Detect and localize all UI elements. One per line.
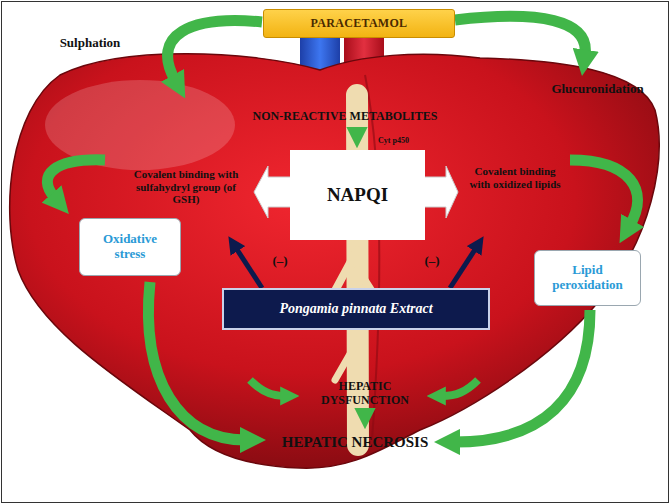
liver-outline [10, 54, 659, 468]
text-stack: Oxidative stress [86, 232, 174, 262]
text-stack: NAPQI [327, 184, 388, 206]
text-stack: Lipid peroxidation [541, 263, 634, 293]
box-text: PARACETAMOL [311, 16, 408, 31]
effect-box: Oxidative stress [79, 218, 181, 276]
metabolite-box: NAPQI [290, 150, 425, 240]
text-stack: PARACETAMOL [311, 16, 408, 31]
mechanism-label: Covalent binding with sulfahydryl group … [125, 168, 247, 206]
extract-box: Pongamia pinnata Extract [222, 288, 490, 330]
mechanism-label: Covalent binding with oxidized lipids [466, 165, 564, 190]
metabolite-label: NON-REACTIVE METABOLITES [195, 110, 495, 124]
box-text: Pongamia pinnata Extract [279, 301, 432, 317]
outcome-label: HEPATIC DYSFUNCTION [305, 380, 425, 408]
box-text: Oxidative stress [86, 232, 174, 262]
box-text: Lipid peroxidation [541, 263, 634, 293]
box-text: NAPQI [327, 184, 388, 206]
outcome-label: HEPATIC NECROSIS [270, 434, 440, 451]
text-stack: Pongamia pinnata Extract [279, 301, 432, 317]
inhibition-sign: (–) [420, 254, 444, 269]
enzyme-label: Cyt p450 [378, 136, 428, 145]
inhibition-arrows [236, 248, 476, 288]
pathway-label: Glucuronidation [535, 82, 660, 97]
inhibition-sign: (–) [268, 254, 292, 269]
pathway-label: Sulphation [40, 36, 140, 51]
green-arrows [47, 16, 637, 442]
effect-box: Lipid peroxidation [534, 250, 641, 306]
drug-box: PARACETAMOL [263, 9, 455, 38]
